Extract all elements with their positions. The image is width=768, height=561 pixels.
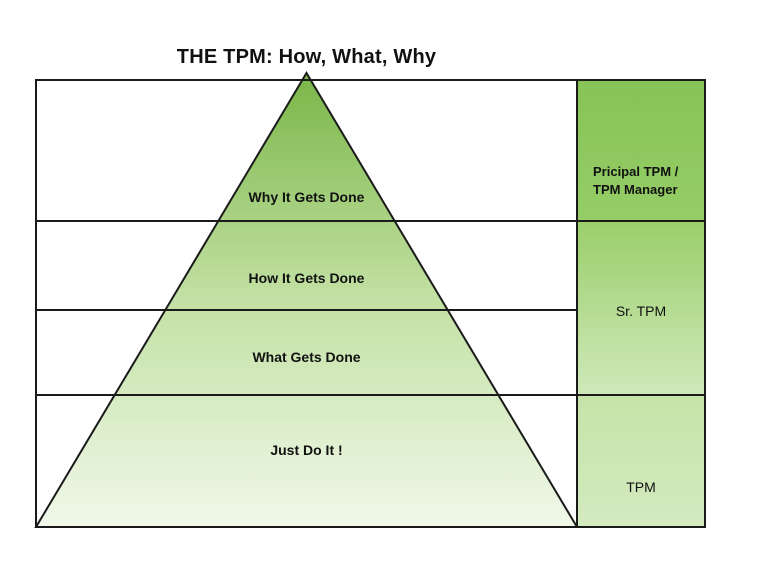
role-label-principal-tpm: Pricipal TPM / TPM Manager — [593, 164, 679, 197]
pyramid-triangle — [34, 71, 579, 528]
pyramid-level-label-how: How It Gets Done — [248, 270, 365, 286]
pyramid-level-label-just-do-it: Just Do It ! — [270, 442, 343, 458]
role-label-sr-tpm: Sr. TPM — [615, 303, 667, 319]
role-cell-principal — [576, 79, 706, 222]
role-cell-tpm — [576, 394, 706, 528]
role-cell-sr-tpm — [576, 220, 706, 396]
diagram-title: THE TPM: How, What, Why — [176, 46, 437, 68]
table-frame — [35, 79, 706, 528]
pyramid-level-label-what: What Gets Done — [252, 349, 361, 365]
role-label-tpm: TPM — [626, 479, 656, 495]
pyramid-level-label-why: Why It Gets Done — [248, 189, 365, 205]
